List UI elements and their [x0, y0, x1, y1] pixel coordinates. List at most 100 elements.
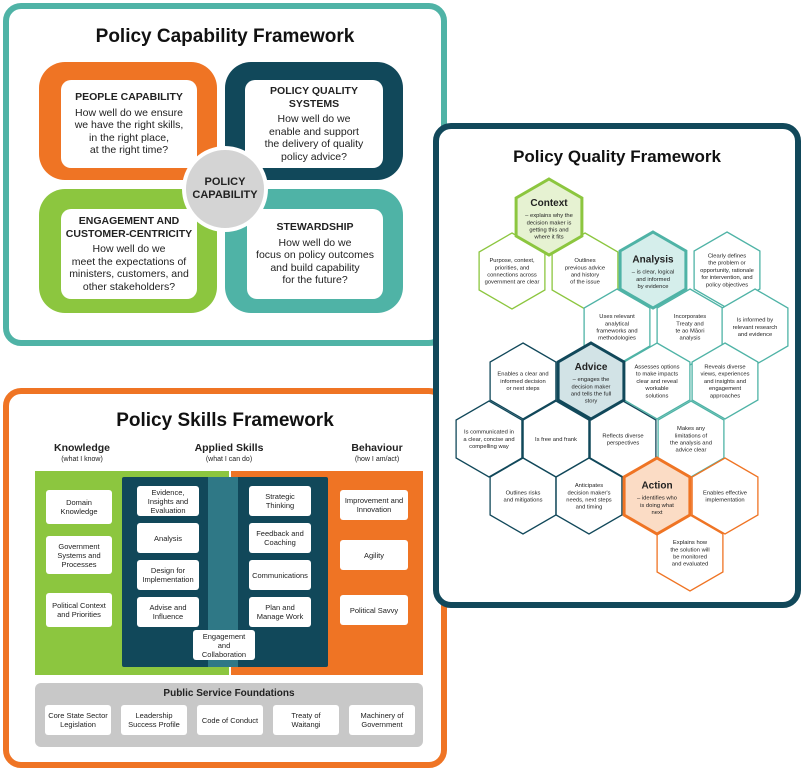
- policy-quality-systems-quadrant: POLICY QUALITY SYSTEMS How well do we en…: [225, 62, 403, 180]
- hex-text: and mitigations: [504, 498, 543, 504]
- hex-shape: [555, 457, 623, 535]
- knowledge-sub: (what I know): [61, 456, 103, 463]
- hex-text: policy objectives: [706, 282, 748, 288]
- hex-text: decision maker's: [568, 490, 611, 496]
- hex-text: or next steps: [506, 386, 539, 392]
- hex-text: decision maker: [572, 384, 611, 390]
- hex-text: be monitored: [673, 555, 707, 561]
- hex-text: needs, next steps: [566, 498, 612, 504]
- foundation-item: Core State Sector Legislation: [45, 705, 111, 735]
- hex-title: Action: [641, 481, 672, 492]
- quality-text-line: enable and support: [269, 125, 359, 138]
- hex-communicated: Is communicated ina clear, concise andco…: [455, 400, 523, 478]
- hex-text: government are clear: [485, 280, 540, 286]
- hex-text: workable: [644, 386, 668, 392]
- foundation-item: Code of Conduct: [197, 705, 263, 735]
- hex-shape: [691, 457, 759, 535]
- hex-text: relevant research: [733, 325, 778, 331]
- policy-skills-framework-panel: Policy Skills Framework Knowledge (what …: [3, 388, 447, 768]
- knowledge-item: Domain Knowledge: [46, 490, 112, 524]
- hex-title: Analysis: [632, 255, 674, 266]
- hex-text: Enables effective: [703, 490, 747, 496]
- hex-text: Clearly defines: [708, 254, 746, 260]
- engagement-heading: CUSTOMER-CENTRICITY: [65, 227, 193, 240]
- behaviour-item: Political Savvy: [340, 595, 408, 625]
- people-capability-heading: PEOPLE CAPABILITY: [75, 91, 183, 104]
- hex-text: analysis: [680, 336, 701, 342]
- applied-skill-item: Design for Implementation: [137, 560, 199, 590]
- hex-text: methodologies: [598, 336, 636, 342]
- policy-quality-systems-heading: POLICY QUALITY SYSTEMS: [270, 85, 358, 110]
- hex-text: is doing what: [640, 503, 674, 509]
- hex-text: Is free and frank: [535, 437, 577, 443]
- hex-shape: [514, 177, 584, 257]
- hex-text: – engages the: [573, 377, 610, 383]
- applied-skill-item: Feedback and Coaching: [249, 523, 311, 553]
- hex-text: advice clear: [676, 448, 707, 454]
- hex-text: – explains why the: [525, 213, 573, 219]
- hex-text: Treaty and: [676, 321, 704, 327]
- hex-shape: [489, 342, 557, 420]
- engagement-text-line: other stakeholders?: [82, 280, 176, 293]
- quality-title: Policy Quality Framework: [513, 147, 721, 166]
- policy-capability-framework-panel: Policy Capability Framework PEOPLE CAPAB…: [3, 3, 447, 346]
- applied-skill-item: Communications: [249, 560, 311, 590]
- center-label: CAPABILITY: [192, 189, 258, 201]
- hex-shape: [622, 456, 692, 536]
- stewardship-text-line: focus on policy outcomes: [256, 249, 374, 262]
- engagement-collaboration-item: Engagement and Collaboration: [193, 630, 255, 660]
- hex-text: and informed: [636, 277, 670, 283]
- hex-text: and tells the full: [571, 392, 611, 398]
- hex-text: perspectives: [607, 441, 640, 447]
- hex-text: the problem or: [708, 261, 745, 267]
- hex-text: next: [652, 510, 663, 516]
- hex-text: and insights and: [704, 379, 746, 385]
- hex-text: analytical: [605, 321, 629, 327]
- hex-text: to make impacts: [636, 372, 678, 378]
- hex-text: by evidence: [638, 284, 669, 290]
- hex-text: Outlines: [574, 258, 595, 264]
- center-label: POLICY: [204, 176, 246, 188]
- engagement-text-line: How well do we: [92, 243, 166, 255]
- hex-shape: [691, 342, 759, 420]
- hex-shape: [556, 341, 626, 421]
- foundation-item: Treaty of Waitangi: [273, 705, 339, 735]
- hex-text: Reflects diverse: [602, 433, 643, 439]
- foundation-item: Machinery of Government: [349, 705, 415, 735]
- engagement-text-line: meet the expectations of: [71, 255, 187, 268]
- hex-text: and history: [571, 273, 599, 279]
- hex-text: Reveals diverse: [704, 365, 745, 371]
- hex-text: Anticipates: [575, 483, 603, 489]
- hex-text: limitations of: [675, 433, 708, 439]
- stewardship-heading: STEWARDSHIP: [276, 221, 354, 234]
- hex-text: the solution will: [670, 547, 709, 553]
- people-text-line: we have the right skills,: [74, 119, 184, 132]
- hex-text: informed decision: [500, 379, 545, 385]
- applied-skill-item: Plan and Manage Work: [249, 597, 311, 627]
- behaviour-sub: (how I am/act): [354, 456, 400, 463]
- hex-text: a clear, concise and: [463, 437, 514, 443]
- knowledge-item: Political Context and Priorities: [46, 593, 112, 627]
- hex-text: Is communicated in: [464, 430, 514, 436]
- hex-text: and timing: [576, 505, 603, 511]
- hexagon-diagram: Purpose, context,priorities, andconnecti…: [455, 177, 789, 592]
- behaviour-item: Agility: [340, 540, 408, 570]
- hex-text: te ao Māori: [676, 329, 705, 335]
- hex-text: Uses relevant: [599, 314, 635, 320]
- policy-capability-center: POLICY CAPABILITY: [182, 146, 268, 232]
- knowledge-item: Government Systems and Processes: [46, 536, 112, 574]
- people-text-line: How well do we ensure: [75, 106, 183, 119]
- people-text-line: at the right time?: [89, 144, 169, 157]
- hex-text: Explains how: [673, 540, 708, 546]
- hex-text: priorities, and: [495, 265, 530, 271]
- behaviour-header: Behaviour (how I am/act): [327, 442, 427, 463]
- hex-purpose: Purpose, context,priorities, andconnecti…: [478, 232, 546, 310]
